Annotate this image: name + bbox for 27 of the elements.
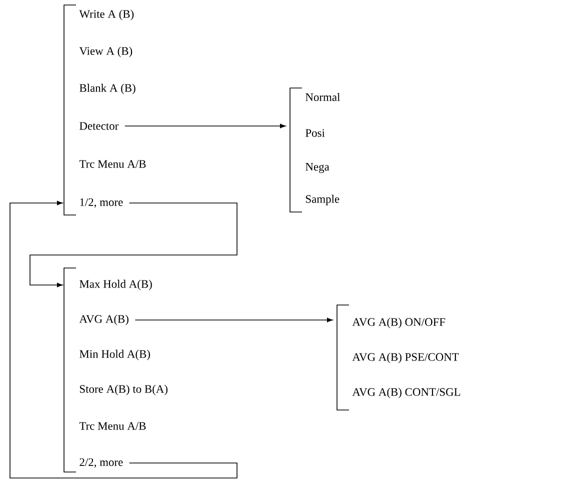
menu-item: Max Hold A(B) xyxy=(80,280,152,290)
menu-item: View A (B) xyxy=(79,46,132,58)
menu-item: AVG A(B) ON/OFF xyxy=(352,318,446,328)
menu-item: AVG A(B) xyxy=(79,314,128,326)
bracket xyxy=(64,268,76,472)
menu-item: 2/2, more xyxy=(80,458,123,468)
arrow xyxy=(30,202,238,288)
menu-item: Normal xyxy=(306,92,340,102)
menu-item: Min Hold A(B) xyxy=(80,350,150,360)
menu-item: Detector xyxy=(80,122,119,130)
menu-item: Write A (B) xyxy=(79,10,134,20)
arrow xyxy=(124,124,286,128)
menu-item: Sample xyxy=(306,194,340,206)
bracket xyxy=(290,88,302,212)
arrow xyxy=(134,318,333,322)
menu-item: Store A(B) to B(A) xyxy=(80,384,168,396)
menu-item: Trc Menu A/B xyxy=(79,422,146,430)
bracket xyxy=(336,304,350,410)
menu-item: 1/2, more xyxy=(80,198,123,208)
menu-item: Blank A (B) xyxy=(80,84,136,94)
menu-item: Trc Menu A/B xyxy=(79,160,146,168)
menu-item: AVG A(B) PSE/CONT xyxy=(352,352,459,364)
bracket xyxy=(64,4,76,216)
menu-item: Posi xyxy=(306,129,325,137)
menu-item: AVG A(B) CONT/SGL xyxy=(352,388,460,398)
arrow xyxy=(10,200,238,478)
menu-item: Nega xyxy=(306,163,330,173)
